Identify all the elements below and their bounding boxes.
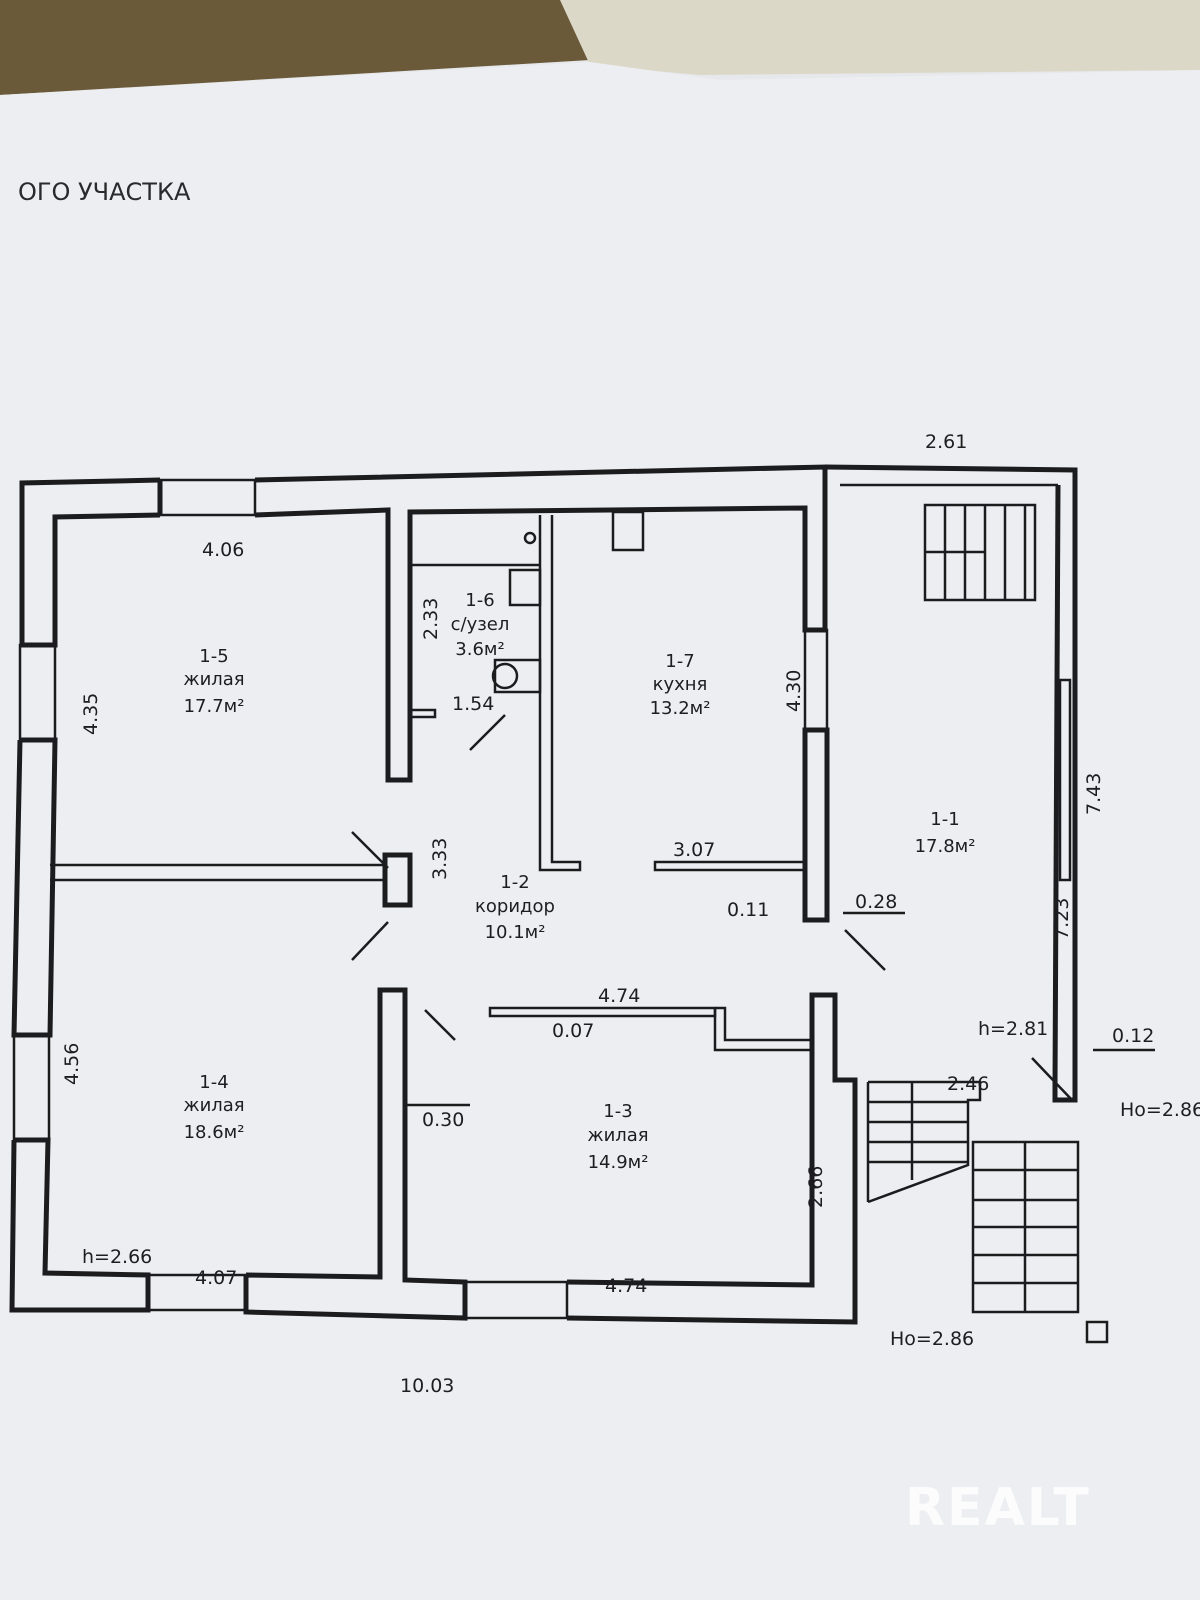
dimension: 2.46 bbox=[947, 1073, 989, 1095]
room-type: жилая bbox=[183, 1095, 244, 1116]
dimension: 0.12 bbox=[1112, 1025, 1154, 1047]
dimension: 0.07 bbox=[552, 1020, 594, 1042]
dimension: 3.33 bbox=[429, 838, 451, 880]
dimension: 0.11 bbox=[727, 899, 769, 921]
dimension: 1.54 bbox=[452, 693, 494, 715]
dimension: 4.35 bbox=[80, 693, 102, 735]
dimension: Ho=2.86 bbox=[890, 1328, 974, 1350]
paper-underneath bbox=[560, 0, 1200, 75]
dimension: h=2.81 bbox=[978, 1018, 1048, 1040]
room-id: 1-1 bbox=[930, 809, 959, 830]
dimension: 4.07 bbox=[195, 1267, 237, 1289]
room-area: 3.6м² bbox=[455, 639, 504, 660]
room-area: 17.7м² bbox=[184, 696, 245, 717]
dimension: 4.74 bbox=[605, 1275, 647, 1297]
dimension: 4.56 bbox=[61, 1043, 83, 1085]
dimension: 7.23 bbox=[1051, 898, 1073, 940]
dimension: 4.30 bbox=[783, 670, 805, 712]
room-id: 1-6 bbox=[465, 590, 494, 611]
room-id: 1-2 bbox=[500, 872, 529, 893]
dimension: 4.06 bbox=[202, 539, 244, 561]
dimension-labels: 2.61 4.06 4.35 2.33 1.54 4.30 7.43 3.33 … bbox=[61, 431, 1200, 1397]
dimension: 2.61 bbox=[925, 431, 967, 453]
room-area: 10.1м² bbox=[485, 922, 546, 943]
room-id: 1-4 bbox=[199, 1072, 228, 1093]
room-area: 17.8м² bbox=[915, 836, 976, 857]
dimension: 0.30 bbox=[422, 1109, 464, 1131]
room-id: 1-5 bbox=[199, 646, 228, 667]
walls bbox=[9, 464, 1155, 1344]
dimension: 3.07 bbox=[673, 839, 715, 861]
realt-watermark-logo: REALT bbox=[905, 1478, 1091, 1538]
room-type: жилая bbox=[587, 1125, 648, 1146]
room-area: 18.6м² bbox=[184, 1122, 245, 1143]
dimension: 4.74 bbox=[598, 985, 640, 1007]
dimension: 0.28 bbox=[855, 891, 897, 913]
sheet-title: ОГО УЧАСТКА bbox=[18, 178, 191, 206]
room-id: 1-3 bbox=[603, 1101, 632, 1122]
room-type: кухня bbox=[653, 674, 708, 695]
dimension: 2.66 bbox=[805, 1166, 827, 1208]
room-type: с/узел bbox=[451, 614, 510, 635]
room-type: коридор bbox=[475, 896, 555, 917]
room-area: 14.9м² bbox=[588, 1152, 649, 1173]
dimension: 7.43 bbox=[1083, 773, 1105, 815]
dimension: Ho=2.86 bbox=[1120, 1099, 1200, 1121]
dimension: 10.03 bbox=[400, 1375, 454, 1397]
room-area: 13.2м² bbox=[650, 698, 711, 719]
dimension: h=2.66 bbox=[82, 1246, 152, 1268]
dimension: 2.33 bbox=[420, 598, 442, 640]
room-type: жилая bbox=[183, 669, 244, 690]
room-labels: 1-5 жилая 17.7м² 1-6 с/узел 3.6м² 1-7 ку… bbox=[183, 590, 975, 1173]
wooden-table bbox=[0, 0, 600, 95]
room-id: 1-7 bbox=[665, 651, 694, 672]
